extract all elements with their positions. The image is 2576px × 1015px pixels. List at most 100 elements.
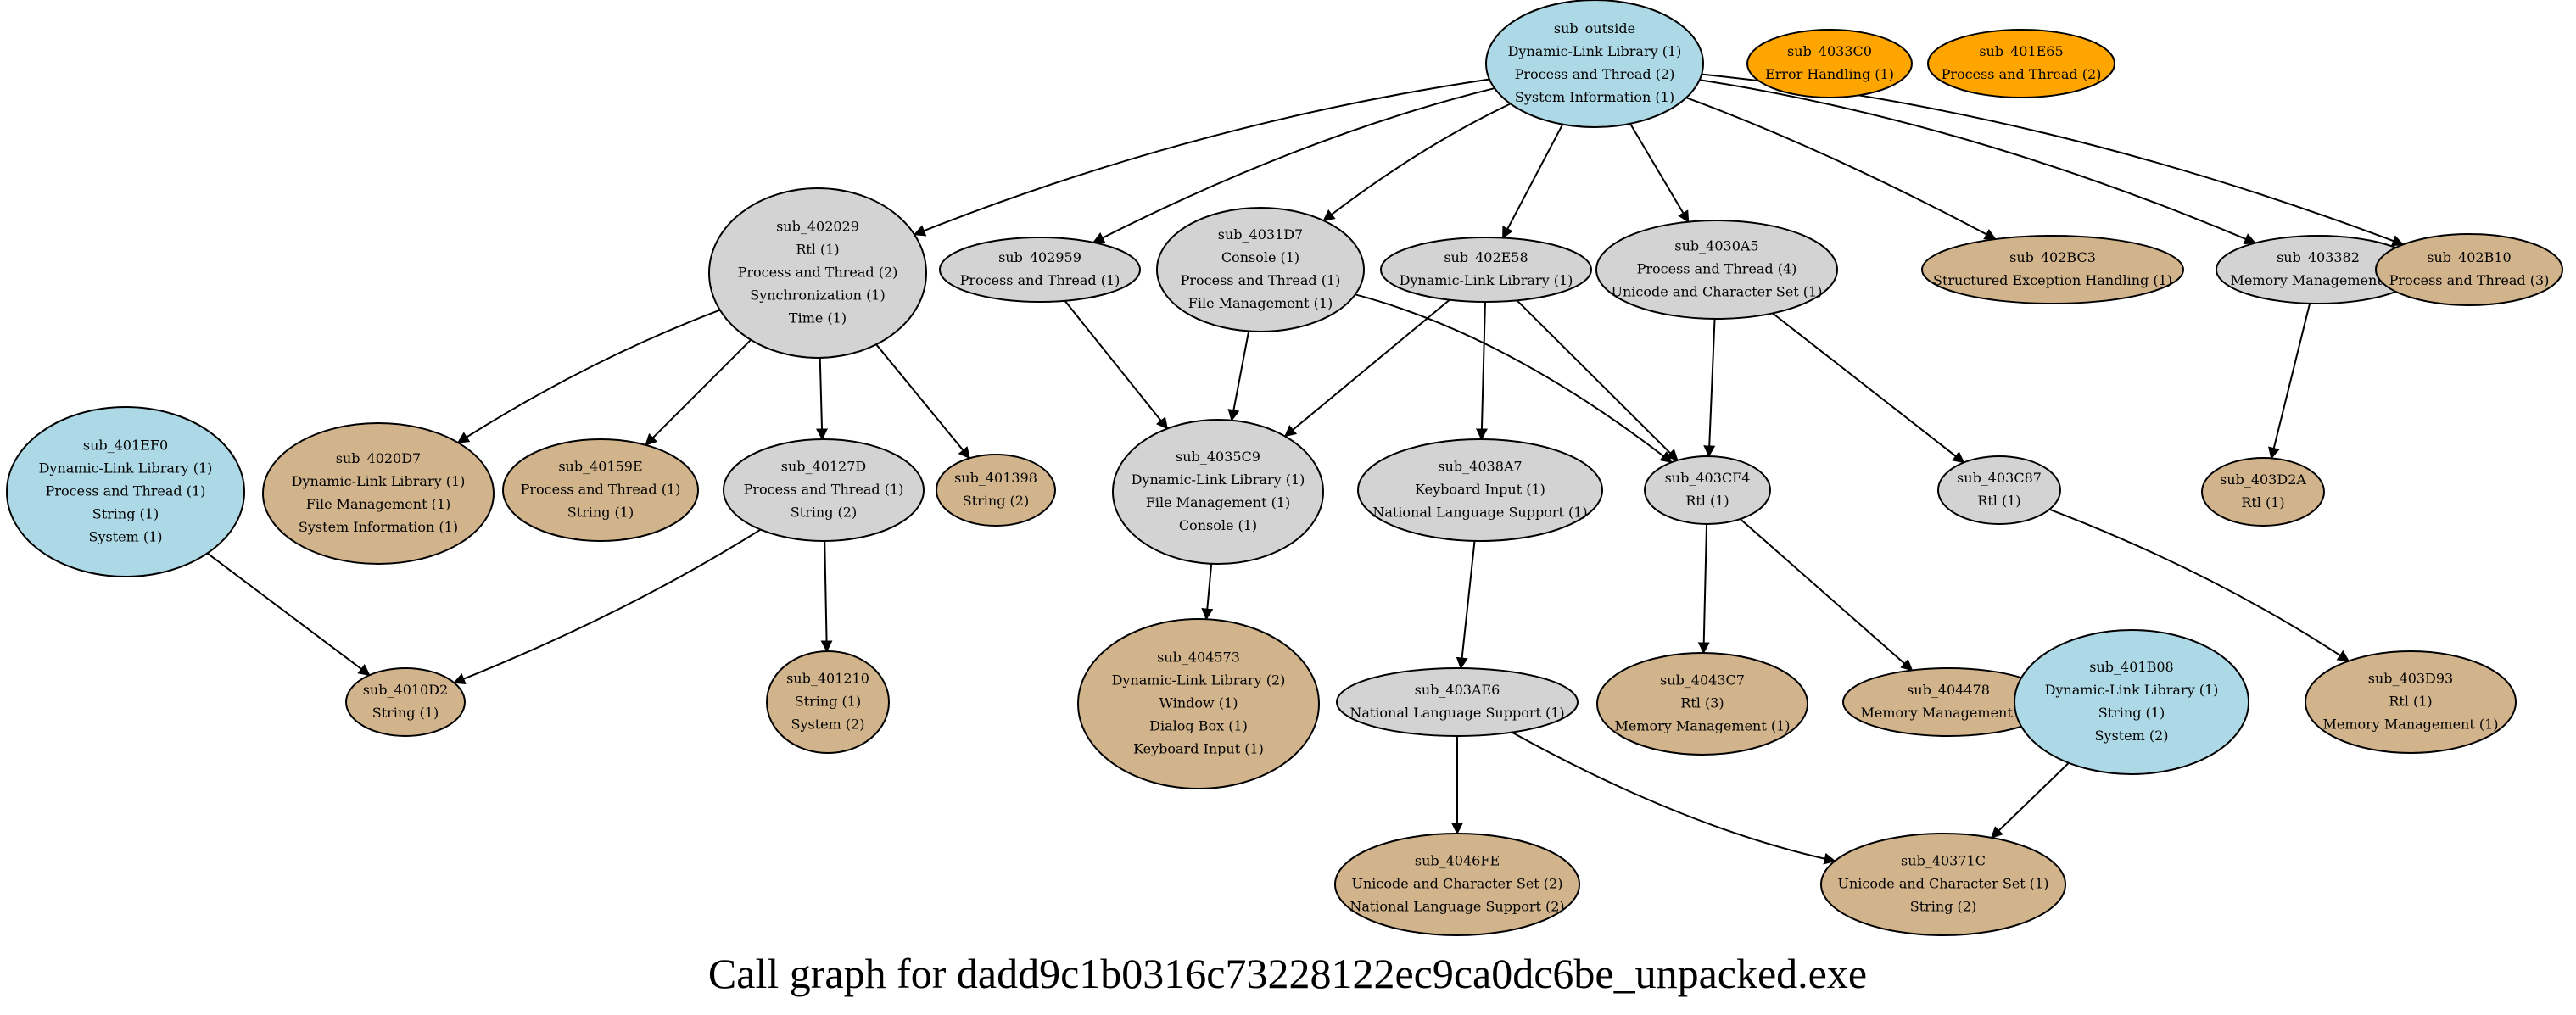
edge-sub-401ef0-to-sub-4010d2: [206, 552, 371, 677]
node-api-label: Process and Thread (2): [738, 265, 898, 281]
node-api-label: Console (1): [1179, 517, 1257, 533]
node-id-label: sub_403D93: [2368, 671, 2453, 687]
node-api-label: Dynamic-Link Library (1): [1132, 471, 1305, 488]
node-ellipse: [1746, 29, 1913, 98]
node-ellipse: [1357, 438, 1603, 542]
node-api-label: National Language Support (1): [1372, 505, 1587, 521]
node-api-label: Error Handling (1): [1765, 66, 1894, 82]
node-api-label: Rtl (3): [1680, 695, 1724, 711]
edge-sub-outside-to-sub-4030a5: [1629, 123, 1690, 223]
node-api-label: Process and Thread (2): [1515, 66, 1675, 82]
node-api-label: Window (1): [1159, 695, 1238, 711]
node-ellipse: [1596, 652, 1808, 756]
node-api-label: Unicode and Character Set (1): [1838, 876, 2049, 892]
node-api-label: Keyboard Input (1): [1133, 741, 1264, 757]
node-id-label: sub_401B08: [2089, 659, 2173, 675]
node-ellipse: [1927, 29, 2115, 98]
node-api-label: Console (1): [1221, 249, 1299, 265]
node-api-label: Time (1): [789, 310, 847, 326]
node-api-label: System Information (1): [299, 519, 458, 535]
node-api-label: String (1): [2098, 705, 2165, 721]
node-id-label: sub_402B10: [2427, 249, 2511, 265]
node-id-label: sub_4020D7: [336, 450, 421, 466]
node-id-label: sub_4030A5: [1674, 238, 1758, 254]
edge-sub-4038a7-to-sub-403ae6: [1456, 540, 1476, 670]
node-api-label: Memory Management (1): [1614, 718, 1790, 734]
node-ellipse: [1485, 0, 1704, 128]
edge-sub-4030a5-to-sub-403c87: [1772, 312, 1965, 464]
edge-sub-403c87-to-sub-403d93: [2048, 508, 2350, 662]
edge-sub-401b08-to-sub-40371c: [1990, 762, 2070, 839]
node-id-label: sub_403CF4: [1665, 470, 1751, 486]
node-api-label: String (2): [1910, 899, 1976, 915]
node-ellipse: [1077, 618, 1320, 789]
graph-title: Call graph for dadd9c1b0316c73228122ec9c…: [708, 950, 1867, 997]
node-api-label: System Information (1): [1515, 89, 1674, 105]
node-ellipse: [502, 438, 699, 542]
edge-sub-4035c9-to-sub-404573: [1201, 563, 1214, 621]
edge-sub-outside-to-sub-4031d7: [1322, 103, 1512, 222]
node-api-label: Dynamic-Link Library (1): [39, 460, 213, 477]
node-ellipse: [2014, 629, 2249, 775]
edge-sub-403cf4-to-sub-4043c7: [1697, 523, 1710, 655]
node-ellipse: [1644, 455, 1771, 525]
node-ellipse: [1820, 833, 2066, 936]
edge-sub-outside-to-sub-403382: [1699, 79, 2257, 245]
edge-sub-outside-to-sub-402029: [913, 78, 1490, 237]
edge-sub-40127d-to-sub-4010d2: [453, 528, 762, 684]
edge-sub-402e58-to-sub-4035c9: [1283, 298, 1450, 438]
node-api-label: String (1): [795, 694, 861, 710]
edge-sub-402e58-to-sub-4038a7: [1475, 301, 1488, 441]
node-id-label: sub_4038A7: [1438, 459, 1522, 475]
node-ellipse: [1937, 455, 2061, 525]
node-api-label: Rtl (1): [796, 242, 839, 258]
edge-sub-outside-to-sub-402959: [1092, 87, 1495, 243]
edge-sub-402959-to-sub-4035c9: [1064, 300, 1169, 430]
node-api-label: Process and Thread (1): [1181, 272, 1341, 288]
node-api-label: Process and Thread (2): [1942, 66, 2102, 82]
edge-sub-402029-to-sub-40159e: [645, 339, 752, 446]
node-api-label: String (1): [567, 505, 634, 521]
node-ellipse: [1156, 207, 1365, 332]
node-id-label: sub_4046FE: [1415, 853, 1500, 869]
edge-sub-403ae6-to-sub-40371c: [1511, 731, 1836, 865]
edge-sub-4031d7-to-sub-403cf4: [1355, 293, 1673, 464]
edge-sub-4030a5-to-sub-403cf4: [1703, 318, 1716, 458]
node-id-label: sub_4043C7: [1660, 672, 1745, 689]
node-api-label: System (2): [791, 717, 864, 733]
node-ellipse: [939, 237, 1141, 303]
node-id-label: sub_403382: [2277, 249, 2360, 265]
node-id-label: sub_40127D: [781, 459, 866, 475]
node-ellipse: [2305, 650, 2517, 754]
node-id-label: sub_401EF0: [83, 438, 168, 454]
node-id-label: sub_402029: [776, 219, 859, 235]
node-id-label: sub_402E58: [1444, 249, 1528, 265]
node-api-label: File Management (1): [1146, 494, 1291, 510]
node-ellipse: [936, 454, 1056, 527]
node-ellipse: [1595, 220, 1838, 320]
node-ellipse: [6, 406, 245, 577]
node-ellipse: [1380, 237, 1592, 303]
edge-sub-outside-to-sub-402bc3: [1685, 97, 1997, 240]
